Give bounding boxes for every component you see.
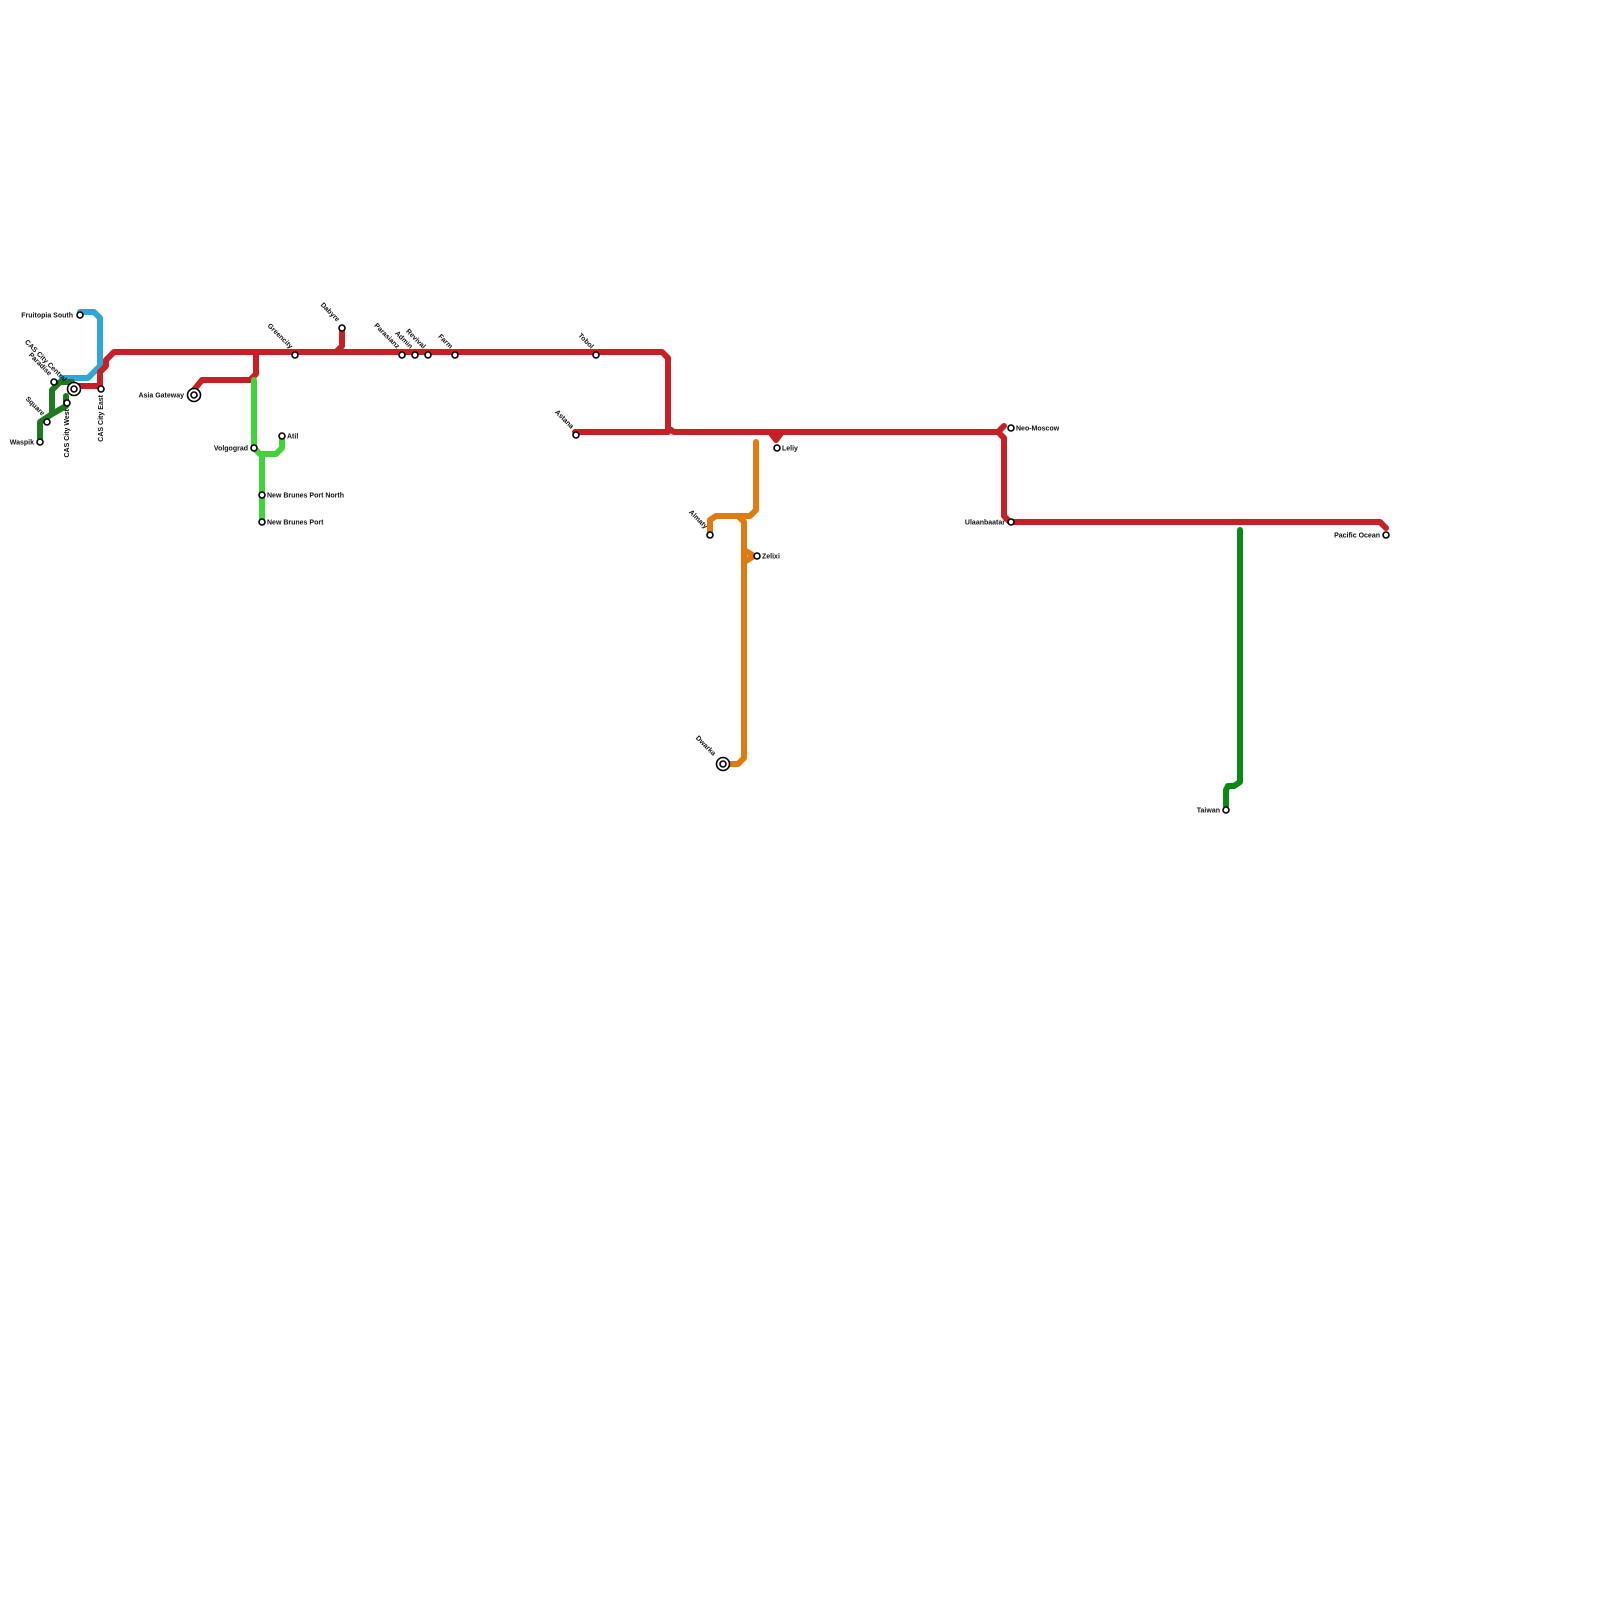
- red-line-main[interactable]: [69, 349, 1389, 531]
- blue-line[interactable]: [59, 309, 103, 381]
- label-leliy: Leliy: [782, 446, 798, 453]
- station-cas-city-east[interactable]: CAS City East: [97, 385, 105, 442]
- orange-line[interactable]: [707, 439, 759, 535]
- label-tobol: Tobol: [576, 332, 594, 350]
- label-atil: Atil: [287, 434, 298, 441]
- label-taiwan: Taiwan: [1197, 808, 1220, 815]
- station-dwarka[interactable]: Dwarka: [694, 735, 731, 772]
- red-line-neo-moscow-spur[interactable]: [995, 423, 1007, 435]
- station-square[interactable]: Square: [24, 396, 51, 426]
- station-dabyre[interactable]: Dabyre: [319, 302, 346, 332]
- station-ulaanbaatar[interactable]: Ulaanbaatar: [965, 518, 1015, 527]
- label-farm: Farm: [436, 333, 453, 350]
- label-greencity: Greencity: [266, 323, 294, 351]
- label-cas-city-east: CAS City East: [98, 394, 105, 441]
- label-volgograd: Volgograd: [214, 446, 248, 453]
- red-line-astana-branch[interactable]: [572, 425, 671, 435]
- station-volgograd[interactable]: Volgograd: [214, 444, 258, 453]
- label-astana: Astana: [553, 409, 575, 431]
- label-dwarka: Dwarka: [694, 735, 717, 758]
- station-fruitopia-south[interactable]: Fruitopia South: [21, 311, 84, 320]
- station-zelixi[interactable]: Zelixi: [753, 552, 780, 561]
- orange-line-dwarka-branch[interactable]: [721, 513, 747, 767]
- label-almaty: Almaty: [687, 509, 709, 531]
- red-line-dabyre-spur[interactable]: [333, 325, 345, 355]
- label-square: Square: [24, 396, 46, 418]
- dark-green-line-branch[interactable]: [49, 379, 75, 417]
- label-fruitopia-south: Fruitopia South: [21, 313, 73, 320]
- lime-line-atil-branch[interactable]: [257, 433, 285, 457]
- label-dabyre: Dabyre: [319, 302, 341, 324]
- red-line-asia-gateway-branch[interactable]: [190, 349, 259, 394]
- line-paths: [37, 309, 1389, 809]
- label-cas-city-west: CAS City West: [64, 408, 71, 457]
- label-pacific-ocean: Pacific Ocean: [1334, 533, 1380, 540]
- label-new-brunes-port: New Brunes Port: [267, 520, 324, 527]
- label-asia-gateway: Asia Gateway: [138, 393, 184, 400]
- label-waspik: Waspik: [10, 440, 34, 447]
- station-waspik[interactable]: Waspik: [10, 438, 44, 447]
- station-cas-city-west[interactable]: CAS City West: [63, 399, 71, 458]
- station-atil[interactable]: Atil: [278, 432, 298, 441]
- label-ulaanbaatar: Ulaanbaatar: [965, 520, 1005, 527]
- station-new-brunes-port-north[interactable]: New Brunes Port North: [258, 491, 344, 500]
- label-cas-city-central: CAS City Central: [23, 339, 68, 384]
- label-neo-moscow: Neo-Moscow: [1016, 426, 1060, 433]
- station-asia-gateway[interactable]: Asia Gateway: [138, 387, 202, 403]
- station-leliy[interactable]: Leliy: [773, 444, 798, 453]
- station-new-brunes-port[interactable]: New Brunes Port: [258, 518, 324, 527]
- label-new-brunes-port-north: New Brunes Port North: [267, 493, 344, 500]
- station-pacific-ocean[interactable]: Pacific Ocean: [1334, 531, 1390, 540]
- station-neo-moscow[interactable]: Neo-Moscow: [1007, 424, 1060, 433]
- green-line[interactable]: [1223, 527, 1243, 809]
- label-zelixi: Zelixi: [762, 554, 780, 561]
- station-astana[interactable]: Astana: [553, 409, 580, 439]
- red-line-leliy-spur[interactable]: [767, 429, 785, 443]
- station-taiwan[interactable]: Taiwan: [1197, 806, 1230, 815]
